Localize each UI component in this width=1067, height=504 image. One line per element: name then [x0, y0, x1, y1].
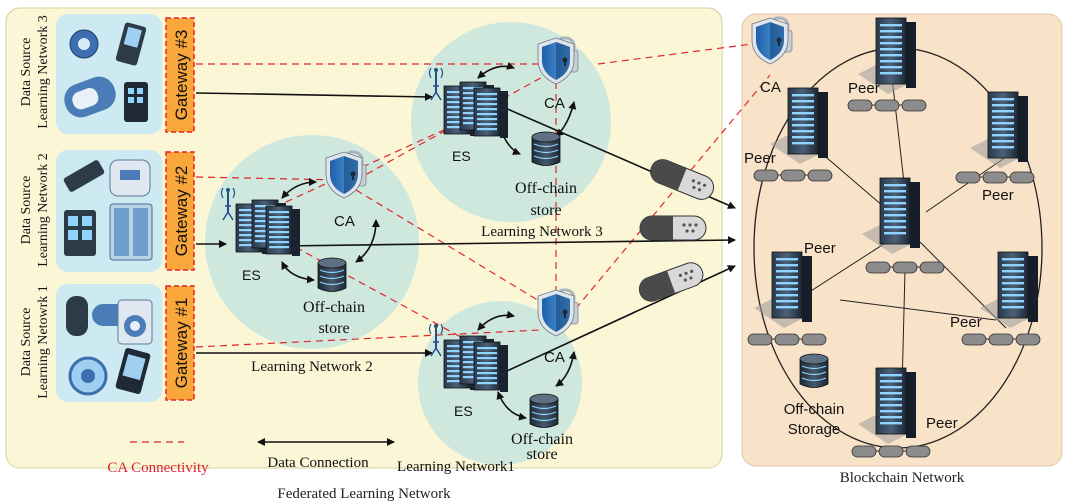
blockchain-caption: Blockchain Network: [840, 470, 965, 486]
store-label-2: store: [526, 446, 557, 463]
data-source-network-label: Learning Netowrk 1: [36, 285, 51, 399]
blockchain-network: CA Peer Peer Peer Peer Peer Peer Off-cha…: [744, 16, 1043, 458]
store-label-1: Off-chain: [515, 180, 577, 197]
store-label-2: store: [318, 320, 349, 337]
iot-device-icon: [63, 159, 153, 261]
legend-data-label: Data Connection: [267, 455, 369, 471]
legend-ca-label: CA Connectivity: [107, 460, 209, 476]
gateway-label: Gateway #3: [172, 30, 191, 121]
block-chain-icon: [847, 99, 927, 112]
data-source-ln1: Data Source Learning Netowrk 1 Gateway #…: [19, 284, 195, 402]
network-caption: Learning Network1: [397, 459, 515, 475]
iot-device-icon: [64, 22, 148, 122]
database-icon: [529, 393, 559, 429]
store-label-1: Off-chain: [303, 299, 365, 316]
data-source-label: Data Source: [19, 308, 34, 377]
offchain-storage-label-1: Off-chain: [784, 401, 845, 418]
database-icon: [531, 131, 561, 167]
learning-network-2: ES CA Off-chain store Learning Network 2: [220, 150, 373, 375]
data-source-network-label: Learning Network 2: [36, 153, 51, 267]
offchain-storage-label-2: Storage: [788, 421, 841, 438]
store-label-2: store: [530, 202, 561, 219]
block-chain-icon: [961, 333, 1041, 346]
block-chain-icon: [747, 333, 827, 346]
cluster-learning-network-3: [411, 22, 611, 222]
database-icon: [317, 257, 347, 293]
ca-label: CA: [544, 349, 565, 366]
data-source-ln2: Data Source Learning Network 2 Gateway #…: [19, 150, 195, 272]
network-caption: Learning Network 3: [481, 224, 603, 240]
data-source-label: Data Source: [19, 38, 34, 107]
block-chain-icon: [865, 261, 945, 274]
ca-label: CA: [760, 79, 781, 96]
server-rack-icon: [236, 200, 300, 256]
server-rack-icon: [444, 82, 508, 138]
block-chain-icon: [955, 171, 1035, 184]
iot-device-icon: [66, 296, 153, 396]
peer-label: Peer: [926, 415, 958, 432]
peer-label: Peer: [744, 150, 776, 167]
peer-label: Peer: [848, 80, 880, 97]
gateway-box: [165, 151, 195, 271]
data-source-label: Data Source: [19, 176, 34, 245]
gateway-label: Gateway #2: [172, 166, 191, 257]
es-label: ES: [452, 148, 471, 164]
peer-label: Peer: [982, 187, 1014, 204]
es-label: ES: [454, 403, 473, 419]
peer-label: Peer: [804, 240, 836, 257]
block-icon: [639, 215, 707, 241]
learning-network-1: ES CA Off-chain store Learning Network1: [397, 288, 580, 475]
block-chain-icon: [753, 169, 833, 182]
database-icon: [799, 353, 829, 389]
ca-label: CA: [544, 95, 565, 112]
federated-caption: Federated Learning Network: [277, 486, 451, 502]
data-source-ln3: Data Source Learning Network 3 Gateway #…: [19, 14, 195, 134]
network-caption: Learning Network 2: [251, 359, 373, 375]
store-label-1: Off-chain: [511, 431, 573, 448]
gateway-label: Gateway #1: [172, 298, 191, 389]
server-rack-icon: [444, 336, 508, 392]
legend: CA Connectivity Data Connection: [107, 438, 395, 476]
gateway-box: [165, 17, 195, 133]
ca-label: CA: [334, 213, 355, 230]
peer-label: Peer: [950, 314, 982, 331]
gateway-box: [165, 285, 195, 401]
block-chain-icon: [851, 445, 931, 458]
learning-network-3: ES CA Off-chain store Learning Network 3: [428, 36, 603, 240]
data-source-network-label: Learning Network 3: [36, 15, 51, 129]
es-label: ES: [242, 267, 261, 283]
